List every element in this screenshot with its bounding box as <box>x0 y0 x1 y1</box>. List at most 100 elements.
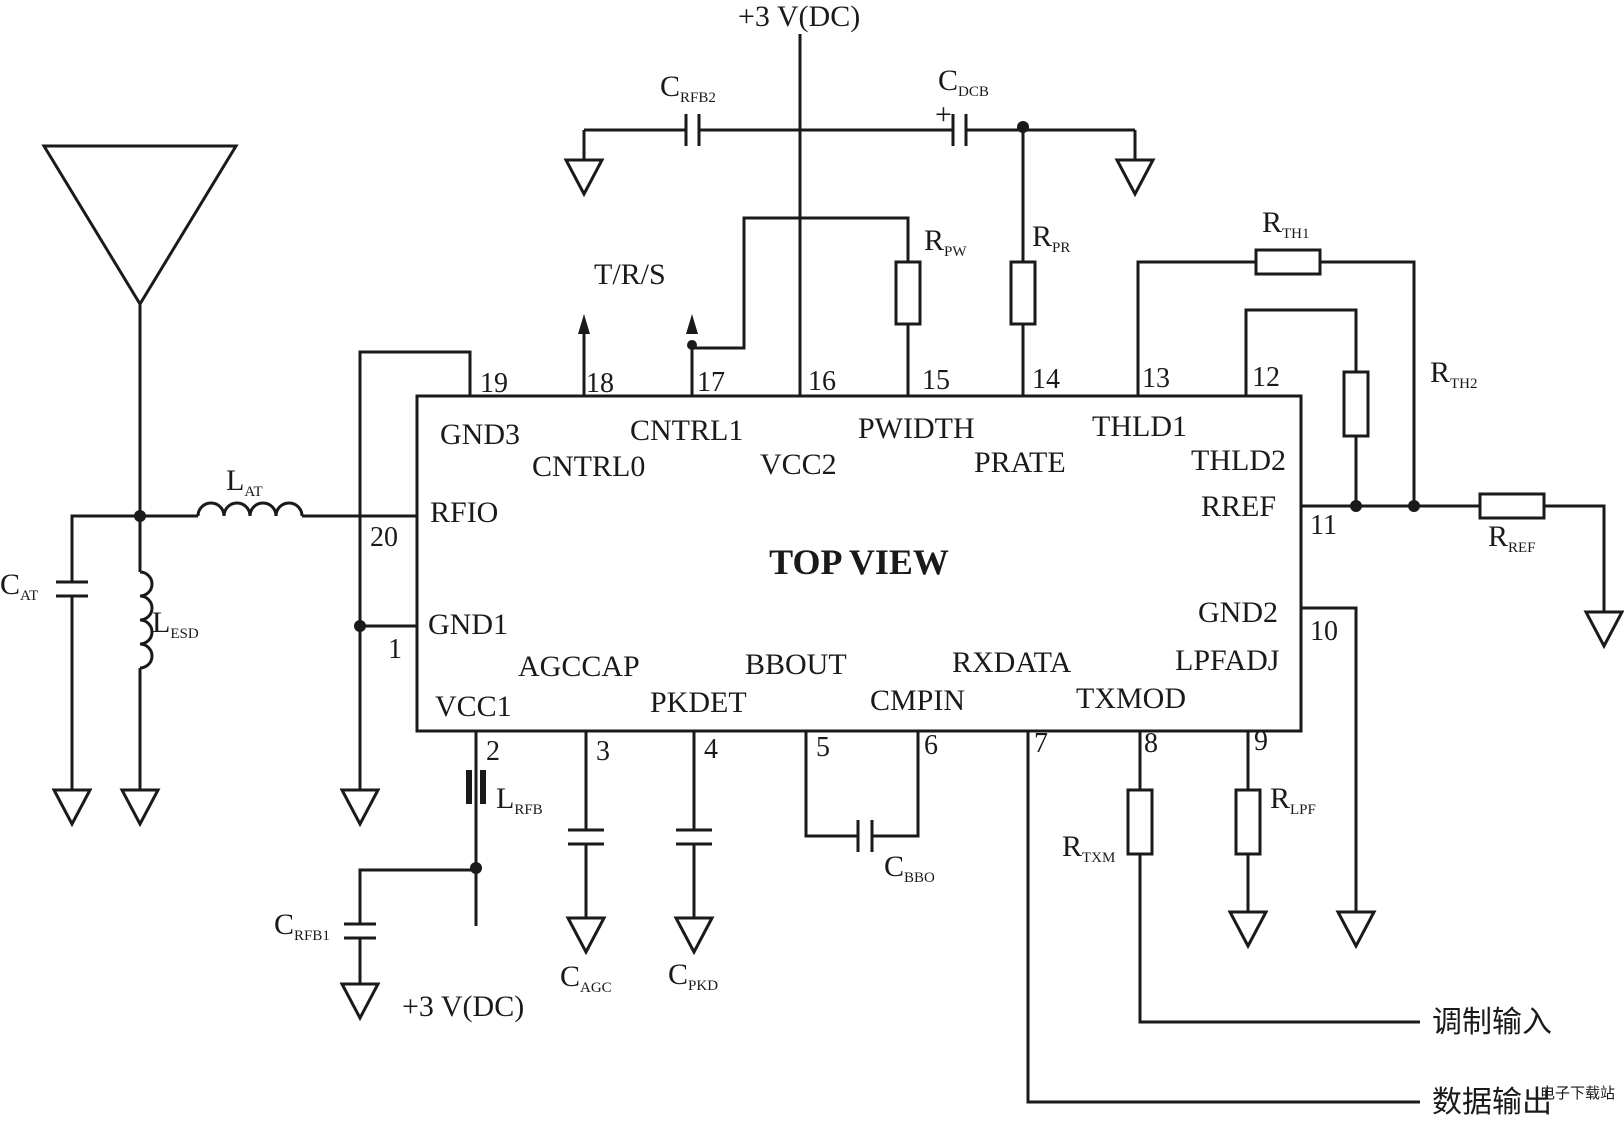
pin-name-1: GND1 <box>428 608 508 641</box>
pin-num-20: 20 <box>370 522 398 553</box>
pin-name-7: RXDATA <box>952 646 1072 679</box>
crfb1-wire <box>358 868 476 924</box>
rth1-right-wire <box>1320 260 1416 506</box>
crfb1-label: CRFB1 <box>274 908 330 944</box>
cbbo-left-wire <box>804 731 858 838</box>
gnd3-wire <box>358 350 472 790</box>
rxdata-wire <box>1026 731 1420 1104</box>
rpr-label: RPR <box>1032 220 1070 256</box>
pin-name-14: PRATE <box>974 446 1066 479</box>
pin-num-8: 8 <box>1144 728 1158 759</box>
antenna-icon <box>41 144 239 307</box>
pin-num-5: 5 <box>816 732 830 763</box>
lrfb-bead-a <box>466 770 472 804</box>
pin-name-10: GND2 <box>1198 596 1278 629</box>
ground-cagc-icon <box>565 916 607 956</box>
rth1-resistor <box>1254 248 1322 276</box>
pin-num-2: 2 <box>486 736 500 767</box>
thld1-wire <box>1136 260 1256 396</box>
pin-name-12: THLD2 <box>1191 444 1286 477</box>
ground-cat-icon <box>51 788 93 828</box>
ground-crfb1-icon <box>339 982 381 1022</box>
ground-top-right-icon <box>1114 158 1156 198</box>
cagc-label: CAGC <box>560 960 612 996</box>
pin-name-15: PWIDTH <box>858 412 975 445</box>
junction-rref-b <box>1408 500 1420 512</box>
supply-bottom-label: +3 V(DC) <box>402 990 524 1023</box>
pin-num-11: 11 <box>1310 510 1337 541</box>
pin-name-4: PKDET <box>650 686 747 719</box>
rpw-label: RPW <box>924 224 967 260</box>
ground-rref-icon <box>1583 610 1624 650</box>
junction-vcc1 <box>470 862 482 874</box>
pin-name-11: RREF <box>1201 490 1276 523</box>
cntrl1-arrow-icon <box>686 314 698 334</box>
pin-num-3: 3 <box>596 736 610 767</box>
pin-name-18: CNTRL0 <box>532 450 645 483</box>
pin-name-17: CNTRL1 <box>630 414 743 447</box>
thld2-wire <box>1244 308 1358 396</box>
cat-wire <box>70 514 140 582</box>
pin-name-2: VCC1 <box>435 690 512 723</box>
cdcb-plus: + <box>935 98 952 131</box>
lat-inductor <box>196 501 304 517</box>
cat-label: CAT <box>0 568 38 604</box>
lrfb-label: LRFB <box>496 782 543 818</box>
ground-lesd-icon <box>119 788 161 828</box>
rtxm-bottom-wire <box>1138 854 1420 1024</box>
rref-label: RREF <box>1488 520 1536 556</box>
gnd2-wire <box>1301 606 1358 912</box>
pin-num-9: 9 <box>1254 726 1268 757</box>
pin-num-19: 19 <box>480 368 508 399</box>
rlpf-resistor <box>1234 788 1262 856</box>
crfb2-label: CRFB2 <box>660 70 716 106</box>
pin-num-1: 1 <box>388 634 402 665</box>
pin-numbers: 19 18 17 16 15 14 13 12 20 1 11 10 2 3 4… <box>370 362 1338 767</box>
rref-right-wire <box>1544 504 1606 612</box>
pin-name-13: THLD1 <box>1092 410 1187 443</box>
rth1-label: RTH1 <box>1262 206 1310 242</box>
rtxm-resistor <box>1126 788 1154 856</box>
pin-names: GND3 CNTRL0 CNTRL1 VCC2 PWIDTH PRATE THL… <box>428 410 1286 723</box>
rpw-resistor <box>894 260 922 326</box>
mod-input-label: 调制输入 <box>1432 1005 1552 1040</box>
rth2-label: RTH2 <box>1430 356 1478 392</box>
pin-name-6: CMPIN <box>870 684 965 717</box>
trs-label: T/R/S <box>594 258 666 291</box>
pin-num-18: 18 <box>586 368 614 399</box>
pin-name-5: BBOUT <box>745 648 847 681</box>
pin-num-13: 13 <box>1142 363 1170 394</box>
pin-num-6: 6 <box>924 730 938 761</box>
cbbo-right-wire <box>872 731 920 838</box>
cpkd-label: CPKD <box>668 958 718 994</box>
junction-dcb <box>1017 121 1029 133</box>
rth2-resistor <box>1342 370 1370 438</box>
ground-top-left-icon <box>563 158 605 198</box>
cntrl1-wire <box>690 216 910 396</box>
pin-num-4: 4 <box>704 734 718 765</box>
rref-resistor <box>1478 492 1546 520</box>
pin-num-10: 10 <box>1310 616 1338 647</box>
lesd-inductor <box>139 570 154 670</box>
cbbo-label: CBBO <box>884 850 935 886</box>
cntrl0-arrow-icon <box>578 314 590 334</box>
cntrl1-dot <box>687 340 697 350</box>
lrfb-bead-b <box>480 770 486 804</box>
cdcb-label: CDCB <box>938 64 989 100</box>
pin-name-20: RFIO <box>430 496 498 529</box>
pin-num-16: 16 <box>808 366 836 397</box>
rlpf-label: RLPF <box>1270 782 1316 818</box>
data-output-label: 数据输出 <box>1432 1085 1552 1117</box>
watermark: 电子下载站 <box>1540 1084 1615 1102</box>
pin-num-12: 12 <box>1252 362 1280 393</box>
pin-name-9: LPFADJ <box>1175 644 1280 677</box>
lat-label: LAT <box>226 464 263 500</box>
ic-title: TOP VIEW <box>769 542 949 582</box>
pin-num-14: 14 <box>1032 364 1060 395</box>
rtxm-label: RTXM <box>1062 830 1115 866</box>
rpr-resistor <box>1009 260 1037 326</box>
ic-body <box>415 394 1303 733</box>
junction-rref-a <box>1350 500 1362 512</box>
